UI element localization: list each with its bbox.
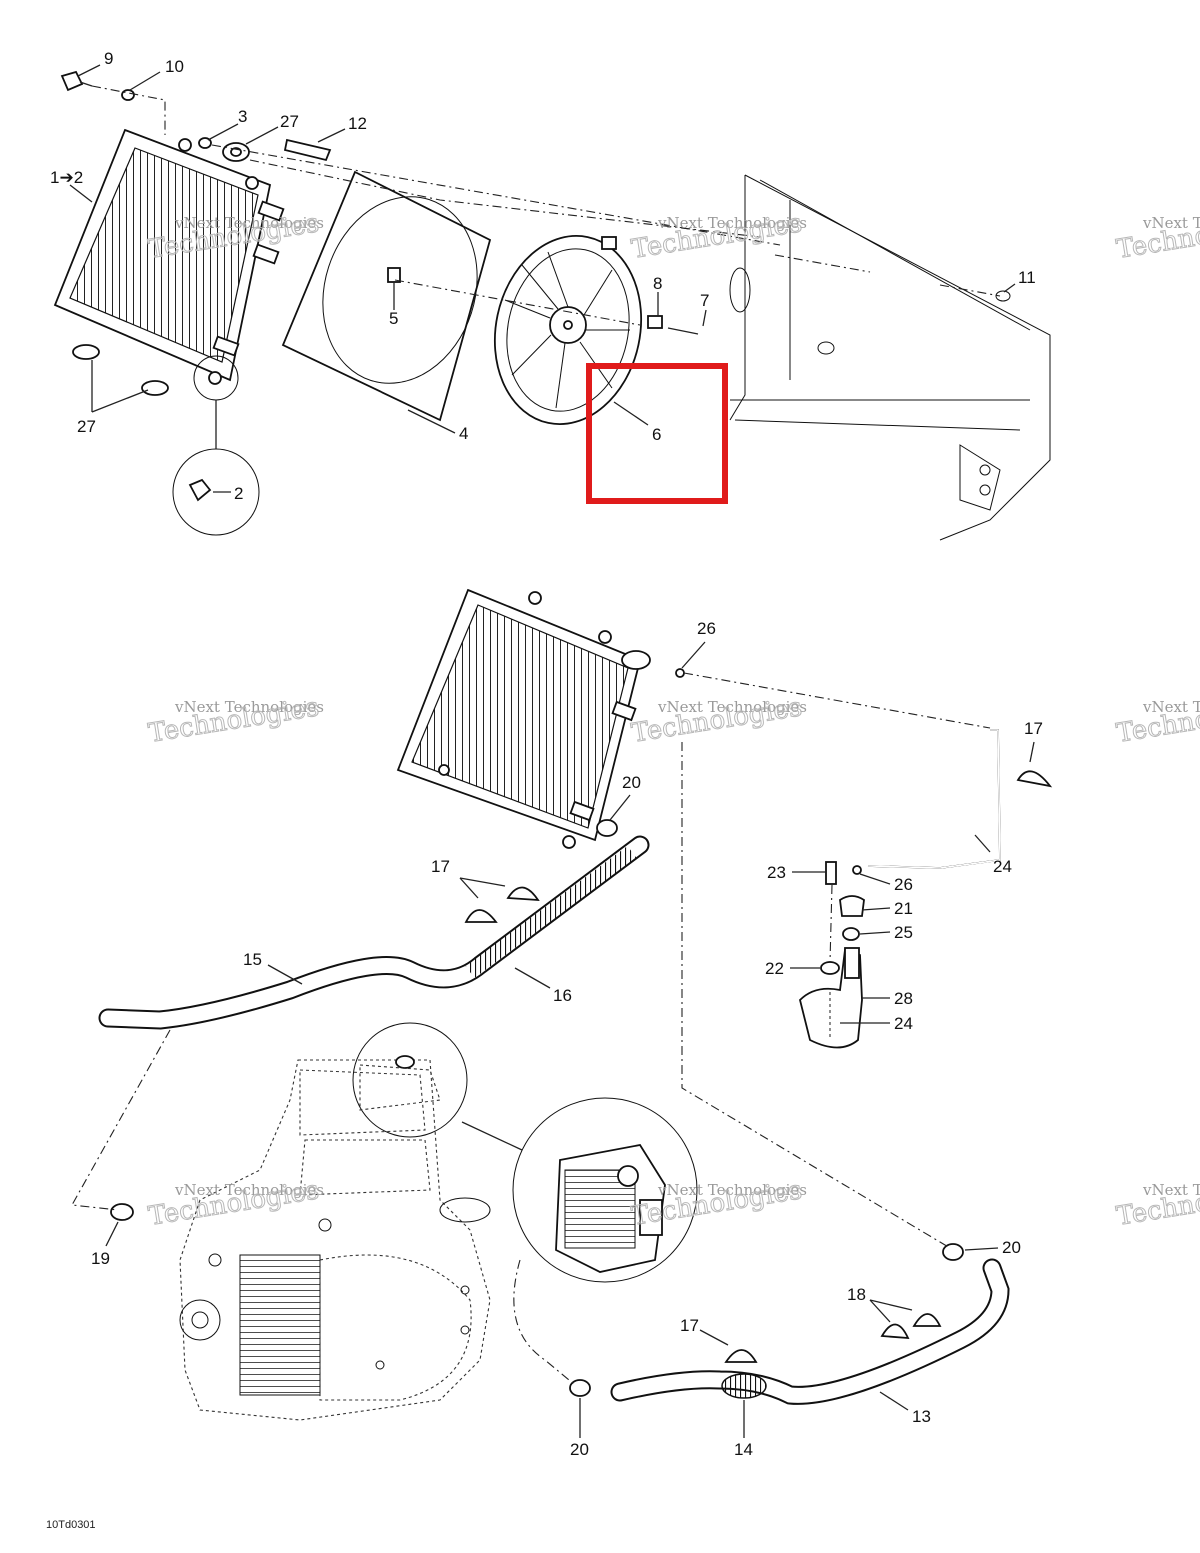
- assembly-lines-bottom: [71, 672, 991, 1386]
- callout-27: 27: [77, 417, 96, 436]
- bottom-assembly: [71, 588, 1053, 1438]
- callout-17: 17: [1024, 719, 1043, 738]
- watermark-line1: vNext Technologies: [174, 214, 324, 232]
- callout-20: 20: [622, 773, 641, 792]
- highlight-box: [586, 363, 728, 504]
- callout-14: 14: [734, 1440, 753, 1459]
- coolant-hose-lower: [610, 1258, 1010, 1405]
- drawing-code: 10Td0301: [46, 1519, 96, 1531]
- callout-24: 24: [894, 1014, 913, 1033]
- watermark-line1: vNext Technologies: [1142, 698, 1200, 716]
- leader-lines-top: [69, 64, 1016, 493]
- callout-23: 23: [767, 863, 786, 882]
- callout-1-to-2: 1➔2: [50, 168, 83, 187]
- watermark-line1: vNext Technologies: [657, 698, 807, 716]
- callout-22: 22: [765, 959, 784, 978]
- vehicle-frame: [729, 174, 1051, 541]
- callout-26: 26: [894, 875, 913, 894]
- callout-13: 13: [912, 1407, 931, 1426]
- leader-lines-bottom: [105, 641, 1035, 1438]
- callout-17: 17: [431, 857, 450, 876]
- cooling-fan: [493, 234, 699, 426]
- callout-19: 19: [91, 1249, 110, 1268]
- top-assembly: [53, 64, 1051, 541]
- radiator-bottom: [396, 588, 651, 849]
- callout-17: 17: [680, 1316, 699, 1335]
- callout-7: 7: [700, 291, 709, 310]
- watermark-line1: vNext Technologies: [657, 214, 807, 232]
- callout-11: 11: [1018, 268, 1036, 287]
- callout-6: 6: [652, 425, 661, 444]
- engine: [179, 1059, 491, 1421]
- callout-4: 4: [459, 424, 468, 443]
- callout-8: 8: [653, 274, 662, 293]
- callouts-bottom: 26 17 20 17 24 23 26 21 25 15 16 22 28 2…: [91, 619, 1043, 1459]
- callout-15: 15: [243, 950, 262, 969]
- callout-25: 25: [894, 923, 913, 942]
- callout-27: 27: [280, 112, 299, 131]
- callouts-top: 9 10 3 27 12 1➔2 5 8 7 11 27 2 4 6: [50, 49, 1036, 503]
- callout-26: 26: [697, 619, 716, 638]
- fan-shroud: [281, 170, 492, 422]
- callout-28: 28: [894, 989, 913, 1008]
- callout-16: 16: [553, 986, 572, 1005]
- callout-20: 20: [570, 1440, 589, 1459]
- callout-10: 10: [165, 57, 184, 76]
- callout-2: 2: [234, 484, 243, 503]
- callout-21: 21: [894, 899, 913, 918]
- watermark-line1: vNext Technologies: [1142, 214, 1200, 232]
- watermark-line1: vNext Technologies: [174, 1181, 324, 1199]
- watermark-line1: vNext Technologies: [174, 698, 324, 716]
- assembly-lines-top: [91, 85, 1001, 326]
- callout-5: 5: [389, 309, 398, 328]
- radiator-cap-top: [283, 138, 332, 162]
- watermark-line1: vNext Technologies: [657, 1181, 807, 1199]
- callout-12: 12: [348, 114, 367, 133]
- coolant-hose-upper: [98, 835, 650, 1030]
- callout-24: 24: [993, 857, 1012, 876]
- callout-20: 20: [1002, 1238, 1021, 1257]
- watermark-line1: vNext Technologies: [1142, 1181, 1200, 1199]
- callout-18: 18: [847, 1285, 866, 1304]
- radiator-top: [53, 128, 285, 385]
- callout-3: 3: [238, 107, 247, 126]
- thermostat-detail: [512, 1097, 698, 1283]
- callout-9: 9: [104, 49, 113, 68]
